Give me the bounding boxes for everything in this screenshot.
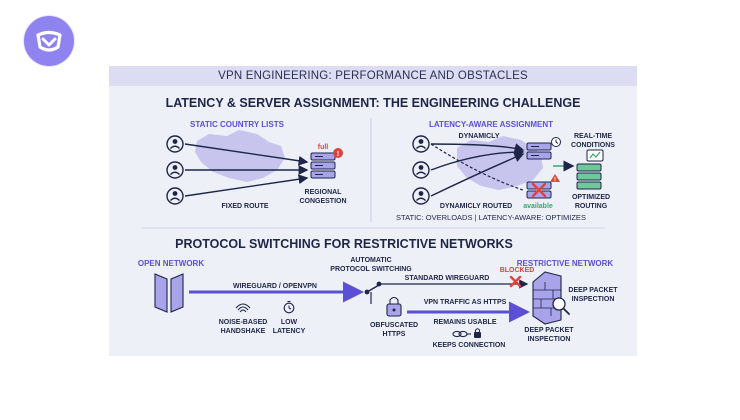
route-arrow	[184, 143, 309, 166]
congestion-label: CONGESTION	[299, 198, 346, 205]
infographic-title: VPN ENGINEERING: PERFORMANCE AND OBSTACL…	[109, 66, 637, 86]
fixed-route-label: FIXED ROUTE	[221, 203, 268, 210]
firewall-icon	[532, 271, 562, 325]
noise-based-label: NOISE-BASED	[219, 319, 268, 326]
dpi-bottom-line2: INSPECTION	[528, 336, 571, 343]
standard-wireguard-label: STANDARD WIREGUARD	[405, 275, 490, 282]
alert-mark: !	[337, 149, 340, 158]
user-icon	[166, 161, 184, 179]
remains-usable-label: REMAINS USABLE	[433, 319, 496, 326]
diagram-canvas: LATENCY & SERVER ASSIGNMENT: THE ENGINEE…	[138, 96, 618, 349]
logo-icon	[36, 30, 62, 52]
dpi-top-line1: DEEP PACKET	[568, 287, 618, 294]
automatic-label: AUTOMATIC	[350, 257, 391, 264]
link-lock-icon	[452, 328, 481, 338]
blocked-label: BLOCKED	[500, 267, 535, 274]
blocked-x-icon	[509, 275, 522, 288]
user-icon	[412, 161, 430, 179]
alert-icon	[333, 148, 343, 158]
latency-heading: LATENCY & SERVER ASSIGNMENT: THE ENGINEE…	[166, 96, 581, 110]
restrictive-network-label: RESTRICTIVE NETWORK	[517, 259, 614, 268]
keeps-connection-label: KEEPS CONNECTION	[433, 342, 506, 349]
open-gate-icon	[154, 273, 184, 313]
magnifier-icon	[552, 297, 570, 315]
route-arrow	[430, 152, 525, 197]
warning-icon: !	[550, 174, 560, 184]
wireguard-openvpn-label: WIREGUARD / OPENVPN	[233, 283, 317, 290]
user-icon	[412, 187, 430, 205]
switch-icon	[364, 281, 382, 304]
routing-label: ROUTING	[575, 203, 608, 210]
low-label: LOW	[281, 319, 298, 326]
vpn-as-https-label: VPN TRAFFIC AS HTTPS	[424, 299, 507, 306]
comparison-caption: STATIC: OVERLOADS | LATENCY-AWARE: OPTIM…	[396, 213, 586, 222]
available-label: available	[523, 203, 553, 210]
https-label: HTTPS	[383, 331, 406, 338]
latency-label: LATENCY	[273, 328, 306, 335]
regional-label: REGIONAL	[305, 189, 343, 196]
stopwatch-icon	[283, 300, 295, 314]
user-icon	[166, 135, 184, 153]
server-stack-icon	[310, 152, 336, 179]
user-icon	[412, 135, 430, 153]
optimized-label: OPTIMIZED	[572, 194, 610, 201]
obfuscated-label: OBFUSCATED	[370, 322, 418, 329]
infographic: VPN ENGINEERING: PERFORMANCE AND OBSTACL…	[109, 66, 637, 356]
svg-text:!: !	[554, 178, 556, 184]
server-stack-icon	[526, 142, 552, 160]
protocol-switching-label: PROTOCOL SWITCHING	[330, 266, 412, 273]
latency-aware-label: LATENCY-AWARE ASSIGNMENT	[429, 120, 553, 129]
brand-logo	[24, 16, 74, 66]
lock-icon	[386, 296, 402, 317]
x-icon	[531, 182, 547, 198]
route-arrow	[430, 143, 524, 191]
realtime-label: REAL-TIME	[574, 133, 612, 140]
route-arrow	[184, 174, 309, 197]
monitor-icon	[586, 149, 604, 162]
conditions-label: CONDITIONS	[571, 142, 615, 149]
static-lists-label: STATIC COUNTRY LISTS	[190, 120, 285, 129]
full-badge: full	[318, 144, 329, 151]
dpi-bottom-line1: DEEP PACKET	[524, 327, 574, 334]
country-map-static	[195, 130, 285, 182]
server-stack-icon	[576, 163, 602, 190]
handshake-label: HANDSHAKE	[221, 328, 266, 335]
route-arrow	[430, 147, 525, 171]
dynamically-routed-label: DYNAMICLY ROUTED	[440, 203, 512, 210]
user-icon	[166, 187, 184, 205]
clock-icon	[551, 137, 561, 147]
protocol-heading: PROTOCOL SWITCHING FOR RESTRICTIVE NETWO…	[175, 237, 513, 251]
dpi-top-line2: INSPECTION	[572, 296, 615, 303]
dynamically-label: DYNAMICLY	[459, 133, 500, 140]
fingerprint-icon	[235, 303, 251, 313]
open-network-label: OPEN NETWORK	[138, 259, 204, 268]
